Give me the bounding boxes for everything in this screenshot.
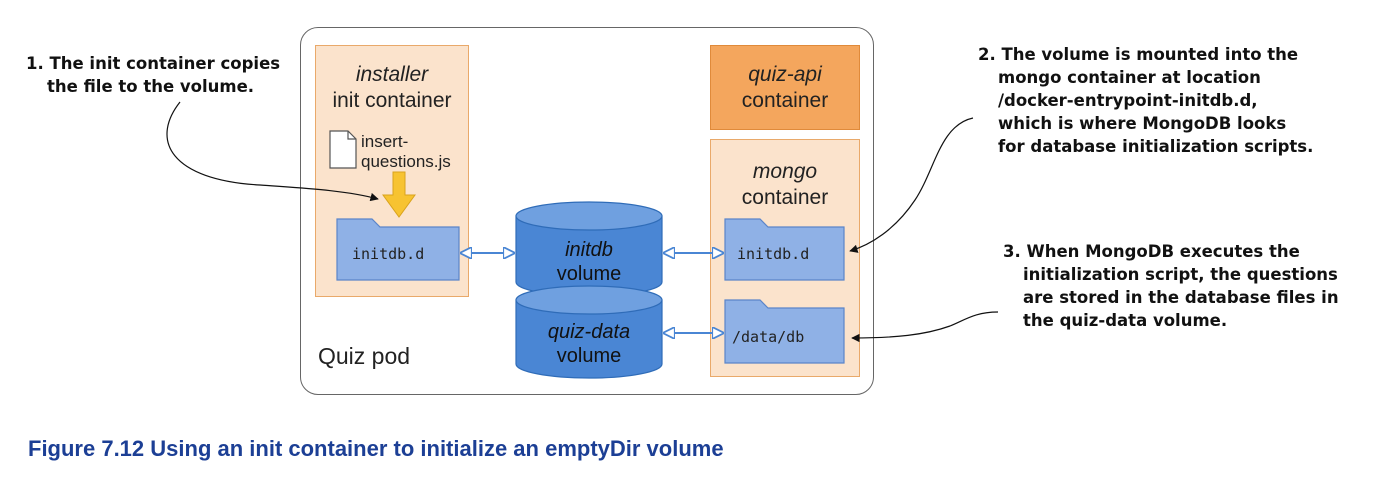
copy-arrow-icon bbox=[382, 171, 416, 218]
callout-2-leader bbox=[849, 117, 974, 253]
quizdata-volume-cylinder bbox=[515, 285, 663, 379]
mongo-name: mongo bbox=[752, 160, 818, 183]
initdb-volume-label: initdb volume bbox=[516, 238, 662, 286]
callout-3-line: initialization script, the questions bbox=[1023, 265, 1338, 284]
figure-caption: Figure 7.12 Using an init container to i… bbox=[28, 436, 724, 461]
initdb-volume-kind: volume bbox=[556, 263, 622, 285]
callout-3-line: the quiz-data volume. bbox=[1023, 311, 1228, 330]
mongo-datadb-folder-label: /data/db bbox=[732, 328, 805, 346]
mongo-datadb-folder-icon bbox=[724, 299, 845, 364]
callout-1: 1. The init container copies the file to… bbox=[26, 52, 280, 98]
callout-1-leader bbox=[166, 101, 379, 202]
callout-2-line: which is where MongoDB looks bbox=[998, 114, 1287, 133]
quizdata-volume-name: quiz-data bbox=[547, 321, 631, 343]
callout-3-line: are stored in the database files in bbox=[1023, 288, 1339, 307]
pod-label: Quiz pod bbox=[318, 343, 411, 369]
quiz-api-name: quiz-api bbox=[748, 63, 822, 86]
installer-folder-label: initdb.d bbox=[352, 245, 425, 263]
quiz-api-container: quiz-api container bbox=[710, 45, 860, 130]
callout-3: 3. When MongoDB executes the initializat… bbox=[1003, 240, 1339, 332]
file-name-line1: insert- bbox=[361, 132, 409, 151]
callout-2-line: for database initialization scripts. bbox=[998, 137, 1314, 156]
callout-1-line: the file to the volume. bbox=[47, 77, 255, 96]
callout-2-line: 2. The volume is mounted into the bbox=[978, 45, 1299, 64]
mongo-initdb-folder-icon bbox=[724, 218, 845, 281]
file-icon bbox=[329, 130, 357, 169]
initdb-volume-cylinder bbox=[515, 201, 663, 297]
callout-2-line: /docker-entrypoint-initdb.d, bbox=[998, 91, 1258, 110]
callout-2: 2. The volume is mounted into the mongo … bbox=[978, 43, 1313, 158]
quizdata-volume-label: quiz-data volume bbox=[516, 320, 662, 368]
file-name-line2: questions.js bbox=[361, 152, 451, 171]
quiz-api-kind: container bbox=[741, 89, 829, 112]
quizdata-volume-kind: volume bbox=[556, 345, 622, 367]
mongo-initdb-folder-label: initdb.d bbox=[737, 245, 810, 263]
callout-1-line: 1. The init container copies bbox=[26, 54, 281, 73]
callout-3-line: 3. When MongoDB executes the bbox=[1003, 242, 1300, 261]
installer-name: installer bbox=[355, 63, 429, 86]
callout-3-leader bbox=[851, 311, 999, 343]
mongo-kind: container bbox=[741, 186, 829, 209]
installer-folder-icon bbox=[336, 218, 460, 281]
installer-kind: init container bbox=[332, 89, 452, 112]
initdb-volume-name: initdb bbox=[565, 239, 613, 261]
callout-2-line: mongo container at location bbox=[998, 68, 1261, 87]
